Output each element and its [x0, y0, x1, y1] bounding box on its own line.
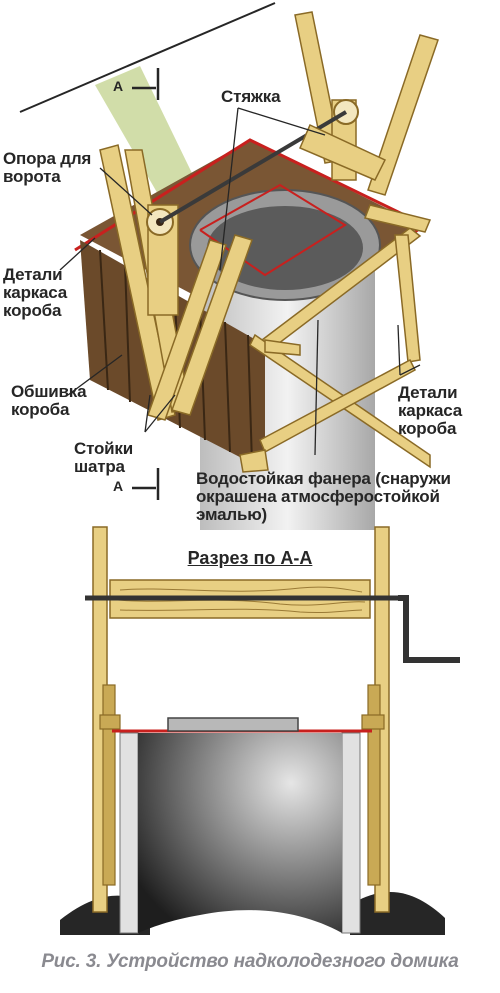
- label-frame-parts-left: Детали каркаса короба: [3, 265, 68, 320]
- lid: [167, 717, 299, 732]
- tie-plank: [299, 123, 387, 181]
- shaft-interior: [138, 733, 342, 933]
- frame-bars: [239, 204, 432, 473]
- label-sheathing: Обшивка короба: [11, 382, 87, 419]
- section-mark-top: А: [113, 78, 124, 94]
- section-plane: [95, 66, 205, 215]
- frame-blocks: [99, 684, 385, 886]
- label-tie: Стяжка: [221, 87, 281, 106]
- label-frame-parts-right: Детали каркаса короба: [398, 383, 463, 438]
- post-right: [374, 526, 390, 913]
- roof-slope-line: [19, 2, 276, 113]
- figure-caption: Рис. 3. Устройство надколодезного домика: [41, 951, 459, 972]
- section-marker-top: [132, 68, 160, 100]
- ring-wall-right: [341, 732, 361, 934]
- section-mark-bottom: А: [113, 478, 124, 494]
- crank-handle: [398, 595, 460, 663]
- post-left: [92, 526, 108, 913]
- wood-grain: [117, 586, 366, 614]
- ground: [60, 895, 150, 935]
- leader-lines: [59, 107, 421, 456]
- ring-wall-left: [119, 732, 139, 934]
- label-windlass-support: Опора для ворота: [3, 149, 92, 186]
- section-title: Разрез по А-А: [187, 548, 313, 568]
- section-marker-bottom: [132, 468, 160, 500]
- tent-posts-right: [294, 11, 439, 196]
- ring-inner: [207, 206, 363, 290]
- crossbar: [109, 579, 371, 619]
- label-plywood: Водостойкая фанера (снаружи окрашена атм…: [196, 469, 451, 524]
- perspective-drawing: [19, 2, 439, 530]
- label-tent-posts: Стойки шатра: [74, 439, 133, 476]
- ground-right: [350, 892, 445, 935]
- windlass-support-left: [146, 204, 179, 316]
